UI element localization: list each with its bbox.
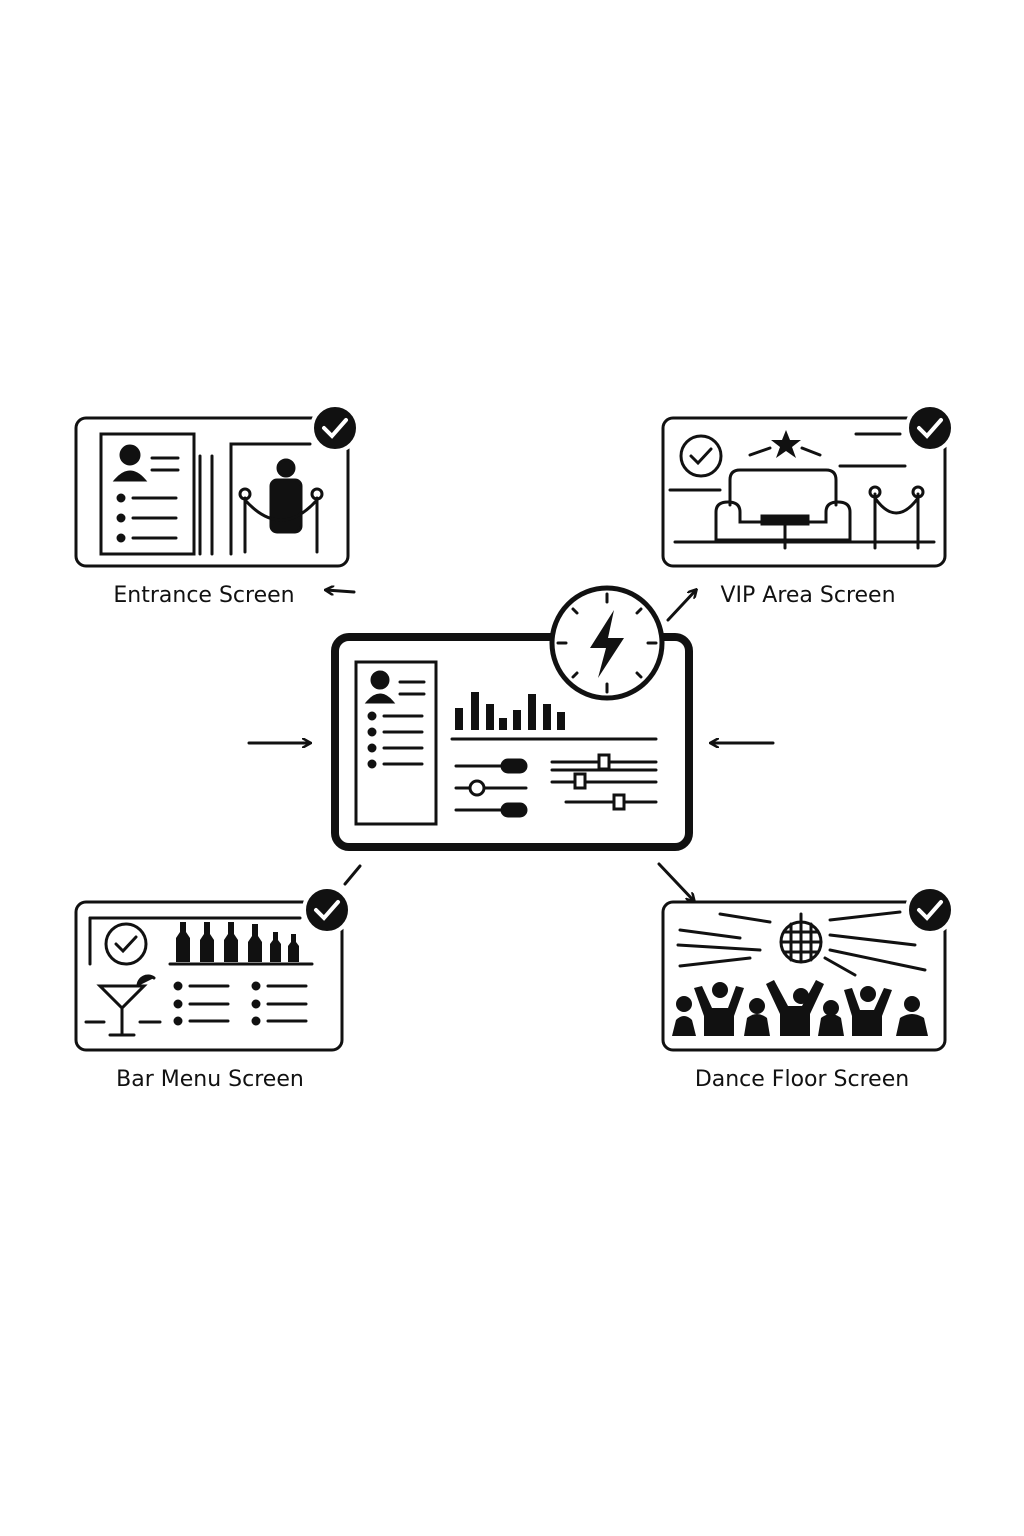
vip-screen-node (661, 403, 955, 568)
disco-ball-icon (779, 912, 823, 964)
person-rope-icon (238, 458, 324, 554)
arrow-to-entrance (326, 590, 356, 592)
vip-screen-label: VIP Area Screen (720, 583, 896, 608)
entrance-screen-node (74, 403, 360, 568)
check-circle-icon (310, 403, 360, 453)
check-circle-icon (302, 885, 352, 935)
arrow-to-dance (657, 862, 694, 901)
bar-chart-icon (455, 692, 565, 730)
arrow-to-vip (666, 590, 696, 622)
sliders-icon (454, 753, 658, 818)
bottles-icon (176, 922, 299, 962)
clock-lightning-icon (549, 585, 665, 701)
list-bullets (116, 493, 178, 543)
dance-floor-screen-label: Dance Floor Screen (694, 1067, 910, 1092)
entrance-screen-label: Entrance Screen (113, 583, 295, 608)
star-icon (771, 430, 801, 458)
light-rays (676, 910, 927, 977)
dance-floor-screen-node (661, 885, 955, 1052)
bar-menu-screen-node (74, 885, 352, 1052)
check-circle-icon (905, 885, 955, 935)
connector-to-bar (343, 864, 362, 886)
bar-menu-screen-label: Bar Menu Screen (116, 1067, 304, 1092)
check-circle-icon (905, 403, 955, 453)
cocktail-icon (96, 974, 156, 1037)
control-hub-node (331, 585, 693, 851)
sofa-icon (714, 468, 852, 550)
crowd-icon (672, 980, 928, 1036)
